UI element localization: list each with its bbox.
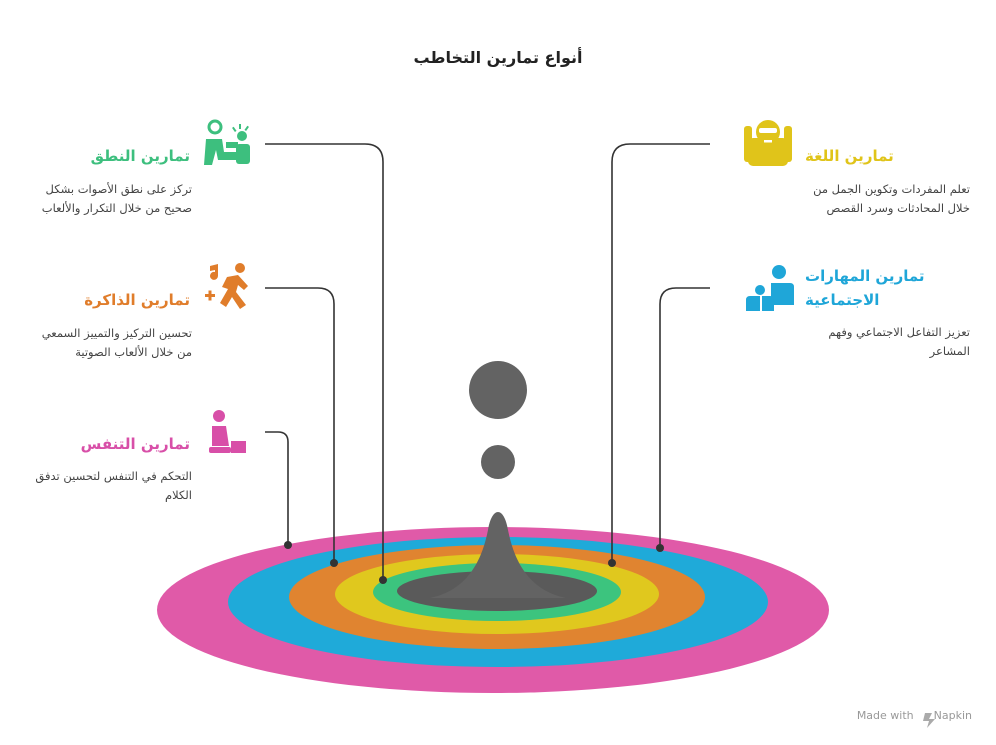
label-memory: تمارين الذاكرة [84, 291, 190, 309]
connector-dot-language [608, 559, 616, 567]
meditation-icon [209, 410, 246, 453]
speech-therapy-icon [204, 119, 250, 165]
music-dance-icon [205, 263, 248, 309]
desc-memory: تحسين التركيز والتمييز السمعي من خلال ال… [20, 324, 192, 362]
drop-small [481, 445, 515, 479]
drop-large [469, 361, 527, 419]
desc-memory-line2: من خلال الألعاب الصوتية [75, 345, 192, 359]
label-speech: تمارين النطق [90, 147, 190, 165]
connector-dot-social [656, 544, 664, 552]
label-social-line2: الاجتماعية [805, 291, 880, 309]
label-social-line1: تمارين المهارات [805, 267, 925, 285]
connector-dot-memory [330, 559, 338, 567]
connector-social [659, 287, 710, 548]
credit-brand: Napkin [933, 709, 972, 722]
desc-speech-line2: صحيح من خلال التكرار والألعاب [41, 201, 192, 215]
desc-social-line1: تعزيز التفاعل الاجتماعي وفهم [828, 325, 970, 339]
desc-breathing-line2: الكلام [164, 488, 192, 502]
credit-text: Made with [856, 709, 914, 722]
napkin-credit[interactable]: Made with Napkin [857, 709, 972, 722]
napkin-logo-icon [923, 713, 935, 728]
diagram-title: أنواع تمارين التخاطب [413, 48, 583, 67]
desc-breathing-line1: التحكم في التنفس لتحسين تدفق [35, 469, 192, 483]
label-language: تمارين اللغة [805, 147, 894, 165]
splash-peak [430, 512, 566, 598]
desc-speech: تركز على نطق الأصوات بشكل صحيح من خلال ا… [20, 180, 192, 218]
connector-dot-speech [379, 576, 387, 584]
desc-language: تعلم المفردات وتكوين الجمل من خلال المحا… [800, 180, 970, 218]
desc-language-line2: خلال المحادثات وسرد القصص [826, 201, 970, 215]
desc-memory-line1: تحسين التركيز والتمييز السمعي [41, 326, 192, 340]
label-breathing: تمارين التنفس [80, 435, 190, 453]
desc-language-line1: تعلم المفردات وتكوين الجمل من [813, 182, 970, 196]
connector-memory [265, 287, 335, 563]
desc-speech-line1: تركز على نطق الأصوات بشكل [45, 182, 192, 196]
social-interaction-icon [746, 265, 794, 311]
desc-social-line2: المشاعر [929, 344, 970, 358]
desc-social: تعزيز التفاعل الاجتماعي وفهم المشاعر [800, 323, 970, 361]
connector-breathing [265, 431, 289, 545]
desc-breathing: التحكم في التنفس لتحسين تدفق الكلام [20, 467, 192, 505]
connector-dot-breathing [284, 541, 292, 549]
reading-person-icon [744, 120, 792, 166]
label-social: تمارين المهارات الاجتماعية [805, 264, 965, 312]
connector-speech [265, 143, 384, 580]
connector-language [611, 143, 710, 563]
